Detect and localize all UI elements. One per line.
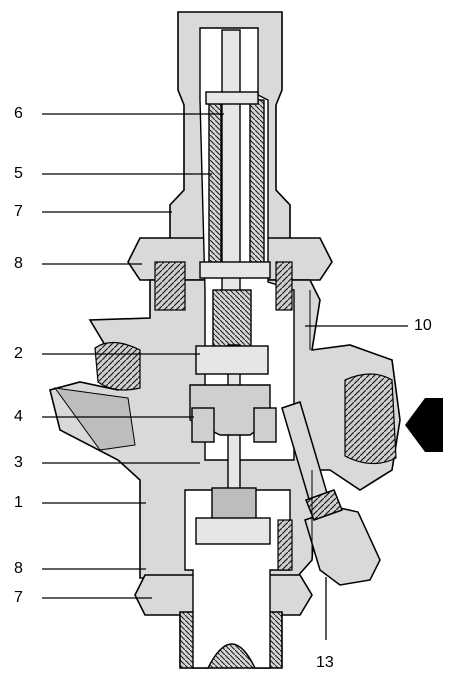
- adjusting-screw: [212, 289, 252, 351]
- inlet-flange: [53, 387, 136, 451]
- callout-7-lower: 7: [14, 589, 23, 606]
- callout-6: 6: [14, 105, 23, 122]
- callout-10: 10: [414, 317, 432, 334]
- drain-thread: [305, 489, 343, 521]
- drain-nut: [304, 507, 381, 586]
- spring-plate: [199, 261, 271, 279]
- inlet-thread-left: [94, 341, 141, 391]
- lock-nut: [195, 345, 269, 375]
- inlet-thread-right: [344, 373, 397, 465]
- callout-8-lower: 8: [14, 560, 23, 577]
- spindle-guide: [205, 91, 259, 105]
- callout-13: 13: [316, 654, 334, 671]
- callout-8: 8: [14, 255, 23, 272]
- callout-4: 4: [14, 408, 23, 425]
- seal-ring-left: [191, 407, 215, 443]
- callout-2: 2: [14, 345, 23, 362]
- callout-7: 7: [14, 203, 23, 220]
- callout-1: 1: [14, 494, 23, 511]
- seat-ring: [195, 517, 271, 545]
- flow-direction-arrow: [405, 398, 443, 452]
- body-shading: [139, 290, 313, 575]
- seal-ring-right: [253, 407, 277, 443]
- callout-5: 5: [14, 165, 23, 182]
- callout-3: 3: [14, 454, 23, 471]
- thread-right-bonnet: [275, 261, 293, 311]
- spring: [208, 99, 265, 271]
- thread-lower-body: [277, 519, 293, 571]
- disc: [211, 487, 257, 521]
- spindle: [221, 29, 241, 296]
- thread-left-bonnet: [154, 261, 186, 311]
